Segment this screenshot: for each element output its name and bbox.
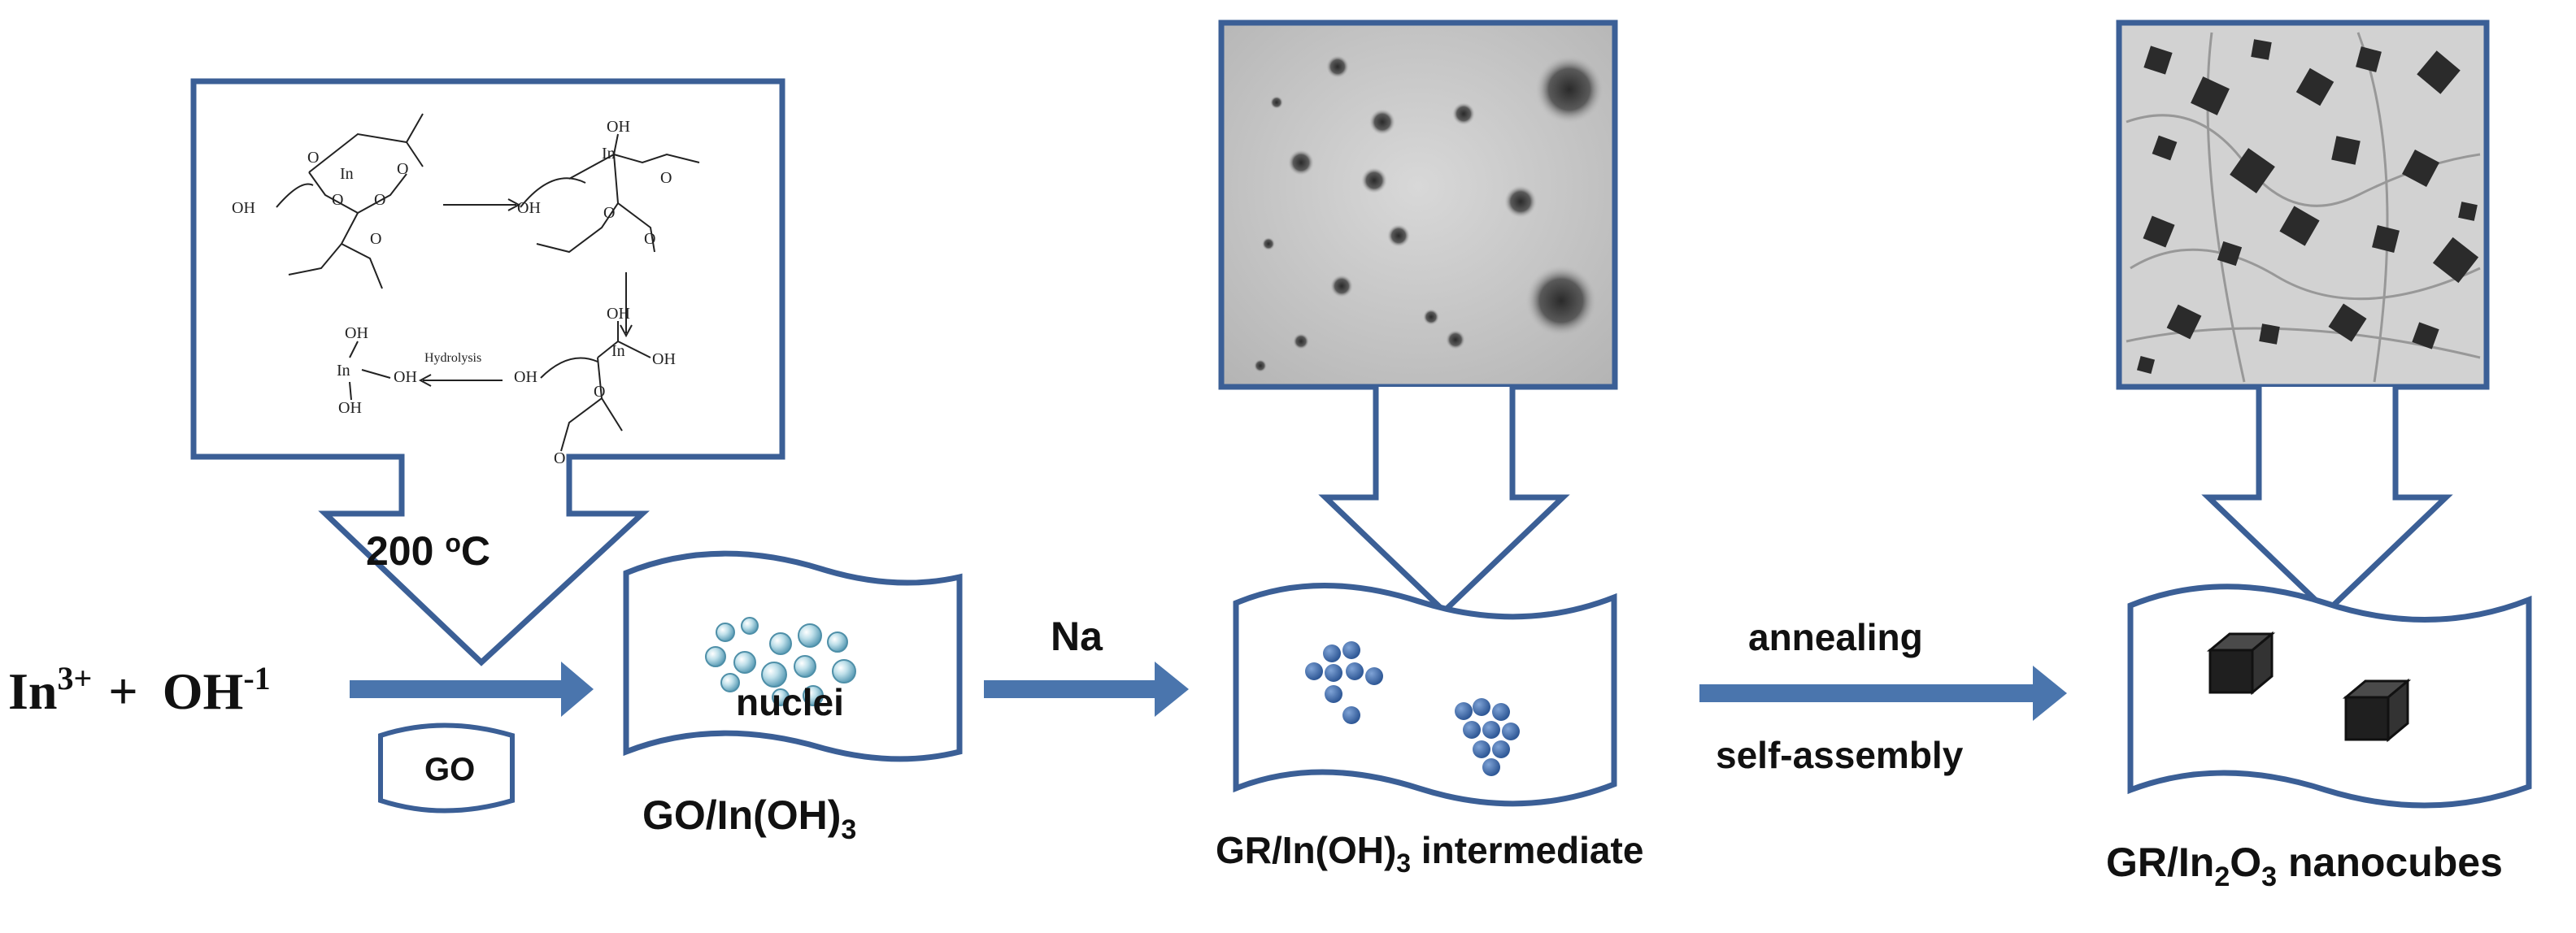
svg-text:O: O [644, 230, 655, 248]
svg-text:OH: OH [338, 399, 362, 417]
svg-text:OH: OH [607, 118, 630, 136]
gr-in2o3-sheet [2127, 584, 2532, 809]
svg-text:O: O [370, 230, 381, 248]
tem-arrow-intermediate [1318, 387, 1570, 615]
svg-text:Hydrolysis: Hydrolysis [424, 351, 481, 365]
reactants-label: In3++OH-1 [8, 660, 271, 720]
annealing-label: annealing [1748, 616, 1923, 658]
svg-text:OH: OH [514, 368, 537, 386]
mechanism-labels: OH In O O O O O OH In OH O O O OH In OH … [232, 118, 676, 467]
tem-cubes [2136, 39, 2479, 375]
arrow-to-nanocubes [1699, 666, 2067, 721]
svg-text:O: O [554, 449, 565, 467]
svg-text:OH: OH [607, 305, 630, 323]
svg-text:O: O [307, 149, 319, 167]
tem-particles-intermediate [1254, 55, 1603, 372]
tem-arrow-nanocubes [2201, 387, 2453, 615]
nanocube-1 [2206, 631, 2276, 696]
svg-text:In: In [602, 145, 616, 163]
stage1-name: GO/In(OH)3 [642, 792, 856, 845]
mechanism-callout [190, 78, 785, 666]
stage2-name: GR/In(OH)3 intermediate [1216, 829, 1643, 878]
nuclei-label: nuclei [736, 681, 844, 723]
svg-text:O: O [332, 191, 343, 209]
svg-text:OH: OH [394, 368, 417, 386]
go-inoh3-sheet [623, 550, 963, 762]
aggregate-spheres [1305, 641, 1520, 776]
go-label: GO [424, 752, 475, 788]
svg-text:O: O [374, 191, 385, 209]
svg-text:O: O [397, 160, 408, 178]
svg-text:OH: OH [517, 199, 541, 217]
svg-text:In: In [337, 362, 350, 380]
nuclei-bubbles [705, 617, 856, 706]
arrow-to-nuclei [350, 662, 594, 717]
svg-text:OH: OH [652, 350, 676, 368]
svg-text:OH: OH [232, 199, 255, 217]
mechanism-scheme [276, 113, 700, 452]
svg-text:In: In [340, 165, 354, 183]
self-assembly-label: self-assembly [1716, 734, 1964, 776]
svg-text:O: O [594, 383, 605, 401]
svg-text:O: O [660, 169, 672, 187]
svg-text:O: O [603, 204, 615, 222]
gr-inoh3-sheet [1233, 583, 1617, 807]
na-label: Na [1051, 614, 1103, 659]
svg-text:In: In [611, 342, 625, 360]
go-sheet [378, 723, 515, 814]
nanocube-2 [2342, 678, 2412, 743]
stage3-name: GR/In2O3 nanocubes [2106, 840, 2503, 892]
temperature-label: 200 oC [366, 528, 490, 574]
svg-text:OH: OH [345, 324, 368, 342]
arrow-to-intermediate [984, 662, 1189, 717]
